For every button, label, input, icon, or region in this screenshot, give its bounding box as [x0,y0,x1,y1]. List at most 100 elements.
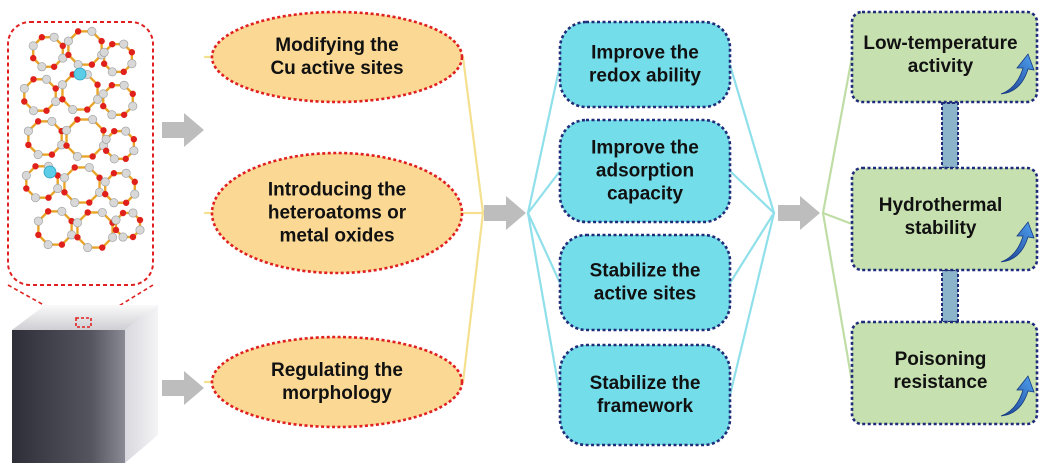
silicon-atom [130,189,140,199]
oxygen-atom [122,155,129,163]
oxygen-atom [52,85,59,92]
oxygen-atom [109,40,116,48]
oxygen-atom [48,151,56,158]
oxygen-atom [30,54,37,62]
effect-label-line-1: Stabilize the [590,373,701,394]
connector-strategy-1 [461,55,485,215]
strategy-ellipse-shape [210,151,464,275]
oxygen-atom [65,51,72,59]
effect-box-shape [558,118,732,224]
result-label-line-1: Hydrothermal [879,195,1003,216]
effect-label-line-2: framework [597,396,694,417]
silicon-atom [109,154,119,164]
connector-effect-in-2 [526,169,562,215]
silicon-atom [28,41,38,51]
right-arrow-icon [484,196,526,230]
oxygen-atom [119,209,127,217]
oxygen-atom [59,96,66,103]
strategy-label-line-1: Modifying the [275,35,398,56]
cube-front-face [12,330,125,463]
silicon-atom [33,216,43,226]
silicon-atom [93,94,103,104]
silicon-atom [99,47,109,57]
effect-label-line-1: Stabilize the [590,260,701,281]
silicon-atom [121,168,131,178]
effect-label-line-2: redox ability [589,66,701,87]
oxygen-atom [86,199,93,206]
silicon-atom [59,173,69,183]
copper-ion [43,165,57,179]
crystal-cube-icon [12,305,158,463]
right-arrow-icon [162,371,204,405]
oxygen-atom [38,34,46,41]
silicon-atom [62,125,72,135]
oxygen-atom [84,209,91,216]
strategy-ellipse-shape [210,335,464,429]
silicon-atom [107,110,117,120]
result-box-shape [850,320,1039,426]
silicon-atom [135,225,145,235]
oxygen-atom [128,49,136,56]
oxygen-atom [108,82,116,89]
oxygen-atom [100,127,107,134]
silicon-atom [128,101,138,111]
oxygen-atom [100,102,107,110]
silicon-atom [51,97,61,107]
silicon-atom [30,193,40,203]
oxygen-atom [63,142,70,149]
effect-label-line-3: capacity [607,184,683,205]
strategy-label-line-3: metal oxides [279,226,394,247]
connector-effect-in-3 [526,211,562,285]
silicon-atom [47,116,57,126]
connector-effect-out-4 [728,211,776,397]
result-label-line-1: Poisoning [895,349,987,370]
oxygen-atom [129,233,137,241]
oxygen-atom [59,42,66,50]
silicon-atom [37,62,47,72]
strategy-label-line-1: Regulating the [271,360,403,381]
connector-effect-out-3 [728,211,776,285]
zeolite-structure [19,26,145,253]
effect-box-shape [558,233,732,332]
silicon-atom [100,177,110,187]
cube-side-face [125,305,158,463]
silicon-atom [73,60,83,70]
oxygen-atom [98,37,105,45]
oxygen-atom [58,241,66,248]
cube-zoom-marker [75,317,92,328]
oxygen-atom [30,76,37,83]
result-column: Low-temperatureactivityHydrothermalstabi… [850,10,1039,426]
chain-link [941,102,959,169]
trend-up-arrow-shape [1000,53,1035,95]
silicon-atom [83,243,93,253]
silicon-atom [19,83,29,93]
silicon-atom [28,106,38,116]
oxygen-atom [136,216,144,224]
connector-effect-out-2 [728,169,776,215]
connector-result-1 [821,55,854,215]
oxygen-atom [45,194,52,201]
oxygen-atom [102,190,109,198]
silicon-atom [72,218,82,228]
silicon-atom [49,32,59,42]
right-arrow-icon [778,196,820,230]
silicon-atom [53,184,63,194]
oxygen-atom [120,111,128,118]
oxygen-atom [71,164,78,171]
oxygen-atom [43,107,50,114]
oxygen-atom [100,60,108,67]
oxygen-atom [110,170,118,177]
silicon-atom [97,207,107,217]
oxygen-atom [21,98,28,105]
strategy-label-line-2: morphology [282,383,392,404]
oxygen-atom [25,141,32,149]
oxygen-atom [35,231,42,239]
trend-up-arrow-shape [1000,375,1035,417]
connector-effect-in-4 [526,211,562,397]
